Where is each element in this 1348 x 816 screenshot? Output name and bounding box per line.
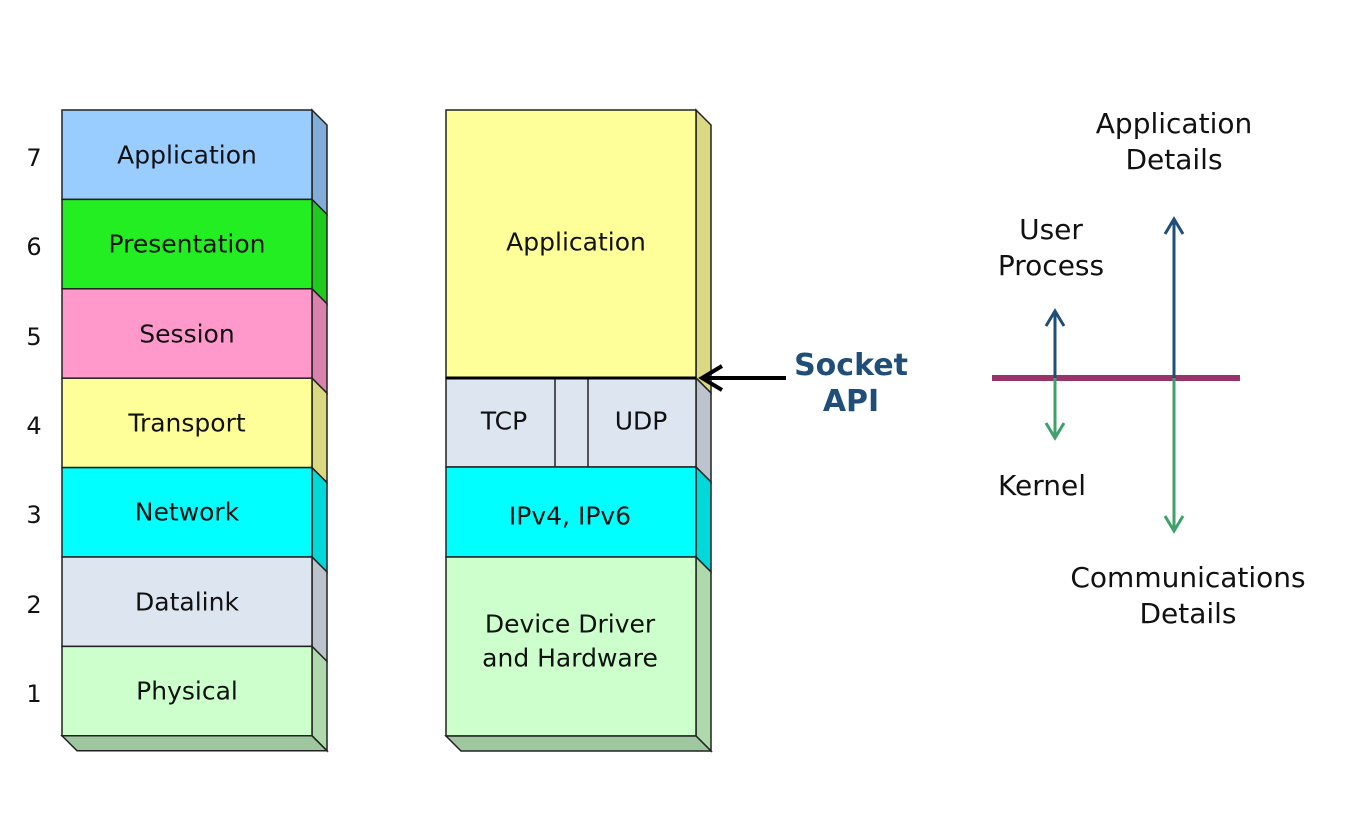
kernel-label: Kernel: [998, 469, 1086, 502]
osi-layer-label-4: Transport: [128, 408, 246, 438]
socket-api-line1: Socket: [794, 348, 908, 383]
tcpip-transport-block: [445, 377, 697, 468]
device-driver-line2: and Hardware: [482, 643, 658, 672]
osi-layer-label-2: Datalink: [135, 587, 239, 617]
application-details-line1: Application: [1095, 107, 1253, 140]
user-process-label: User Process: [998, 212, 1104, 285]
user-process-line1: User: [1019, 213, 1083, 246]
socket-api-label: Socket API: [794, 348, 908, 420]
user-kernel-diagram: [992, 216, 1240, 534]
kernel-arrowhead: [1044, 422, 1066, 441]
tcpip-device-block-side: [695, 555, 712, 753]
device-driver-label: Device Driver and Hardware: [482, 607, 658, 675]
osi-stack-base: [60, 735, 329, 752]
osi-layer-7: [61, 109, 313, 201]
tcpip-ip-block: [445, 466, 697, 558]
socket-api-line2: API: [822, 384, 880, 419]
osi-layer-label-1: Physical: [136, 676, 238, 706]
osi-layer-number-2: 2: [26, 590, 42, 619]
communications-details-line2: Details: [1139, 597, 1237, 631]
application-details-label: Application Details: [1096, 106, 1252, 179]
tcpip-application-label: Application: [506, 227, 646, 257]
ip-label: IPv4, IPv6: [508, 501, 632, 531]
osi-layer-label-3: Network: [134, 497, 240, 527]
osi-layer-number-1: 1: [26, 680, 42, 709]
osi-layer-side-4: [311, 376, 328, 485]
device-driver-line1: Device Driver: [484, 609, 656, 639]
communications-details-label: Communications Details: [1070, 560, 1305, 633]
osi-layer-side-6: [311, 197, 328, 306]
osi-layer-3: [61, 466, 313, 558]
osi-layer-number-3: 3: [26, 501, 42, 530]
osi-stack: [60, 108, 329, 753]
application-details-line2: Details: [1125, 143, 1223, 177]
tcpip-stack: [444, 108, 713, 753]
osi-layer-number-6: 6: [26, 233, 42, 262]
tcpip-ip-block-side: [695, 465, 712, 574]
udp-label: UDP: [614, 406, 668, 436]
communications-details-line1: Communications: [1070, 561, 1306, 594]
osi-layer-side-7: [311, 108, 328, 217]
osi-layer-2: [61, 556, 313, 648]
osi-layer-5: [61, 288, 313, 379]
osi-layer-side-5: [311, 286, 328, 396]
osi-layer-side-3: [311, 465, 328, 574]
tcpip-application-block: [445, 109, 697, 379]
osi-layer-label-7: Application: [117, 140, 257, 170]
communications-details-arrowhead: [1163, 515, 1185, 534]
osi-layer-number-4: 4: [26, 411, 42, 440]
tcp-label: TCP: [480, 406, 528, 436]
osi-layer-label-5: Session: [139, 319, 235, 348]
socket-api-arrow: [698, 364, 786, 392]
user-process-arrowhead: [1044, 308, 1066, 327]
osi-layer-side-1: [311, 644, 328, 753]
tcpip-application-block-side: [695, 108, 712, 395]
tcpip-transport-block-side: [695, 376, 712, 484]
tcpip-stack-base: [444, 735, 713, 752]
osi-layer-1: [61, 645, 313, 737]
osi-layer-number-7: 7: [26, 143, 42, 172]
tcpip-device-block: [445, 556, 697, 737]
application-details-arrowhead: [1163, 216, 1185, 235]
osi-layer-number-5: 5: [26, 322, 42, 351]
osi-layer-4: [61, 377, 313, 469]
osi-layer-label-6: Presentation: [108, 229, 266, 259]
osi-layer-side-2: [311, 555, 328, 664]
user-process-line2: Process: [997, 249, 1105, 283]
